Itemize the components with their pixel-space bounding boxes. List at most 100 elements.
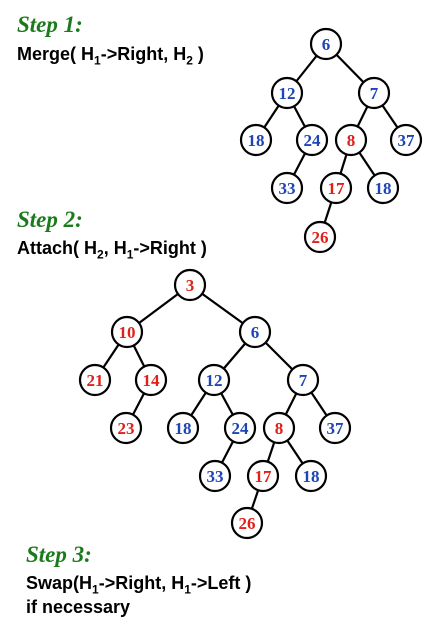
step-3-title-colon: : (84, 542, 92, 567)
node-circle (270, 76, 304, 110)
heap-node-b18: 18 (166, 411, 200, 445)
node-label: 33 (279, 179, 296, 198)
heap-node-a8: 8 (334, 123, 368, 157)
step-1-title-text: Step 1 (17, 12, 76, 37)
node-circle (166, 411, 200, 445)
step-2-op-sub1: 2 (97, 247, 104, 262)
node-label: 12 (206, 371, 223, 390)
node-circle (309, 27, 343, 61)
step-3-op-sub2: 1 (184, 582, 191, 597)
node-circle (239, 123, 273, 157)
node-circle (366, 171, 400, 205)
heap-node-a12: 12 (270, 76, 304, 110)
step-1-op-sub2: 2 (186, 53, 193, 68)
heap-node-a37: 37 (389, 123, 423, 157)
step-2-op-sub2: 1 (126, 247, 134, 262)
node-label: 18 (303, 467, 320, 486)
heap-node-a7: 7 (357, 76, 391, 110)
node-circle (303, 220, 337, 254)
step-1-title-colon: : (75, 12, 83, 37)
node-label: 37 (327, 419, 345, 438)
node-label: 17 (328, 179, 346, 198)
node-label: 26 (312, 228, 329, 247)
node-label: 24 (232, 419, 250, 438)
node-label: 6 (322, 35, 331, 54)
node-circle (238, 315, 272, 349)
node-circle (109, 411, 143, 445)
heap-node-b37: 37 (318, 411, 352, 445)
step-2-title: Step 2: (17, 208, 83, 231)
heap-node-a33: 33 (270, 171, 304, 205)
node-circle (223, 411, 257, 445)
step-3-op-mid: ->Right, H (98, 573, 185, 593)
heap-node-b17: 17 (246, 459, 280, 493)
node-label: 18 (375, 179, 392, 198)
node-label: 18 (248, 131, 265, 150)
step-3-title: Step 3: (26, 543, 92, 566)
heap-node-b26: 26 (230, 506, 264, 540)
node-label: 24 (304, 131, 322, 150)
step-1-operation: Merge( H1->Right, H2 ) (17, 44, 204, 68)
step-3-operation: Swap(H1->Right, H1->Left ) if necessary (26, 573, 251, 619)
node-label: 23 (118, 419, 135, 438)
heap-node-b14: 14 (134, 363, 168, 397)
heap-node-a6: 6 (309, 27, 343, 61)
step-2-operation: Attach( H2, H1->Right ) (17, 238, 207, 262)
node-label: 14 (143, 371, 161, 390)
node-circle (134, 363, 168, 397)
node-label: 12 (279, 84, 296, 103)
step-2-op-post: ->Right ) (133, 238, 207, 258)
step-3-title-text: Step 3 (26, 542, 85, 567)
step-3-op-post: ->Left ) (190, 573, 252, 593)
heap-node-b23: 23 (109, 411, 143, 445)
heap-node-a26: 26 (303, 220, 337, 254)
step-2-title-colon: : (75, 207, 83, 232)
step-3-op-line2: if necessary (26, 596, 131, 617)
node-circle (389, 123, 423, 157)
node-circle (334, 123, 368, 157)
heap-node-a24: 24 (295, 123, 329, 157)
node-label: 21 (87, 371, 104, 390)
step-1-op-mid: ->Right, H (100, 44, 187, 64)
node-label: 8 (275, 419, 284, 438)
node-circle (198, 459, 232, 493)
node-label: 37 (398, 131, 416, 150)
node-circle (318, 411, 352, 445)
node-circle (262, 411, 296, 445)
node-circle (230, 506, 264, 540)
node-label: 8 (347, 131, 356, 150)
heap-node-b21: 21 (78, 363, 112, 397)
node-label: 17 (255, 467, 273, 486)
node-circle (319, 171, 353, 205)
heap-node-b3: 3 (173, 268, 207, 302)
node-circle (295, 123, 329, 157)
node-circle (78, 363, 112, 397)
node-circle (294, 459, 328, 493)
heap-node-b6: 6 (238, 315, 272, 349)
node-circle (286, 363, 320, 397)
step-1-op-pre: Merge( H (17, 44, 95, 64)
heap-node-b7: 7 (286, 363, 320, 397)
step-1-op-post: ) (192, 44, 204, 64)
tree-1-diagram: 6 12 7 18 24 8 37 33 17 18 26 (239, 27, 423, 254)
node-label: 33 (207, 467, 224, 486)
node-circle (110, 315, 144, 349)
step-3-op-pre: Swap(H (26, 573, 93, 593)
step-1-title: Step 1: (17, 13, 83, 36)
heap-node-b24: 24 (223, 411, 257, 445)
heap-node-b18b: 18 (294, 459, 328, 493)
heap-node-b12: 12 (197, 363, 231, 397)
heap-node-b8: 8 (262, 411, 296, 445)
step-2-op-mid: , H (103, 238, 127, 258)
step-1-op-sub1: 1 (94, 53, 101, 68)
heap-node-b33: 33 (198, 459, 232, 493)
node-circle (246, 459, 280, 493)
step-2-title-text: Step 2 (17, 207, 76, 232)
node-circle (357, 76, 391, 110)
node-circle (270, 171, 304, 205)
heap-node-a18: 18 (239, 123, 273, 157)
node-label: 3 (186, 276, 195, 295)
node-circle (197, 363, 231, 397)
